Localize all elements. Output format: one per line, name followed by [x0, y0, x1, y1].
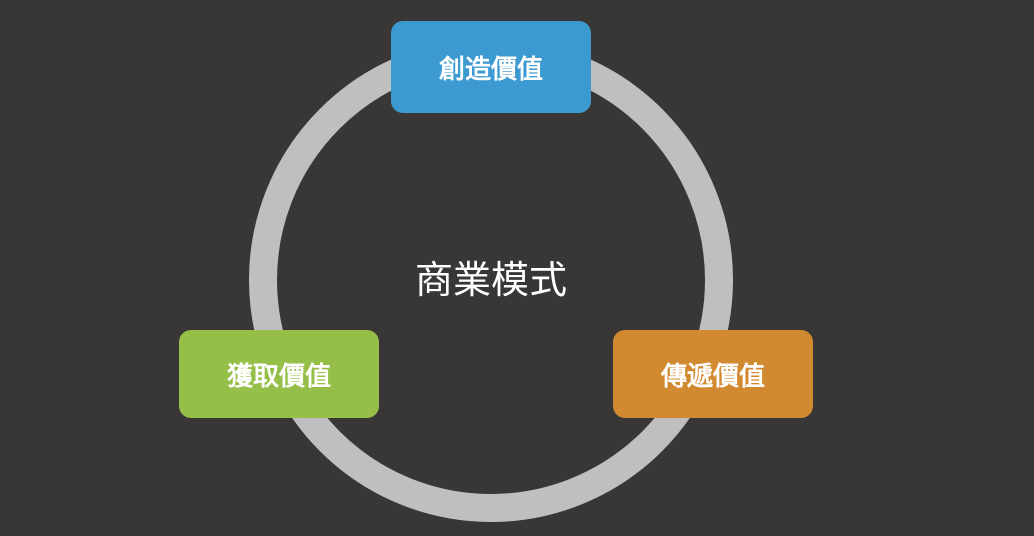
- node-capture-value-label: 獲取價值: [226, 361, 331, 392]
- node-create-value: 創造價值: [391, 21, 591, 113]
- node-create-value-label: 創造價值: [438, 54, 543, 85]
- node-deliver-value: 傳遞價值: [613, 330, 813, 418]
- center-label: 商業模式: [414, 258, 567, 302]
- node-capture-value: 獲取價值: [179, 330, 379, 418]
- node-deliver-value-label: 傳遞價值: [660, 361, 765, 392]
